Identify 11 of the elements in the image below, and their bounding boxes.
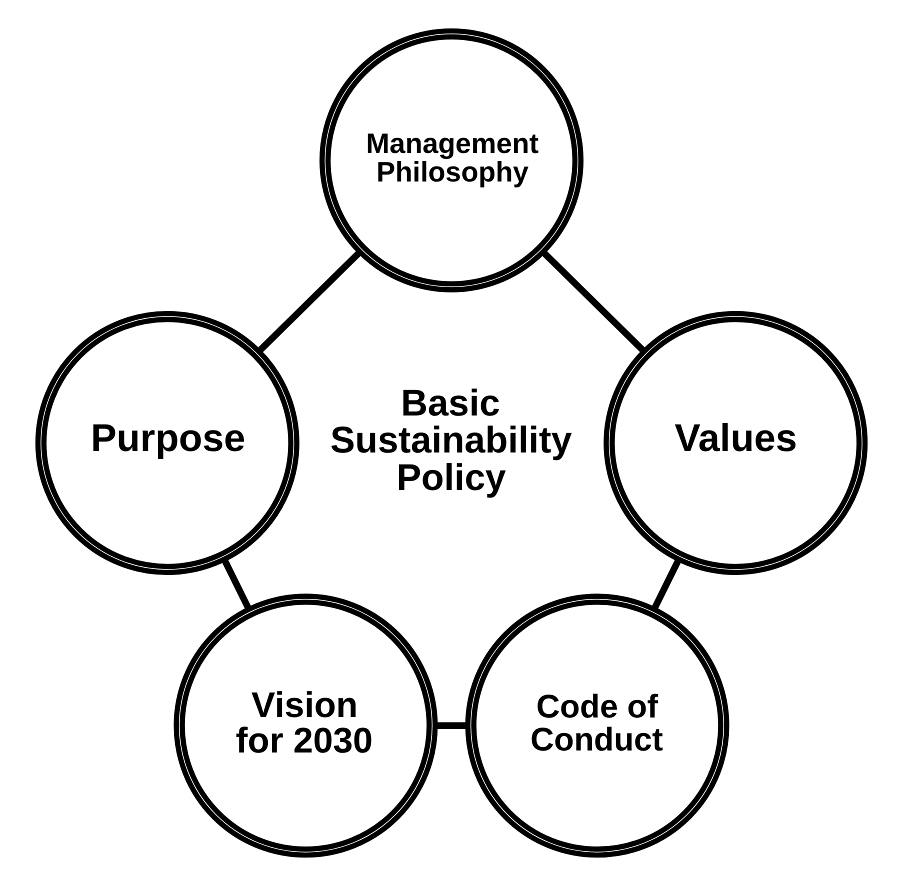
connector — [221, 558, 252, 611]
node-circle: Management Philosophy — [319, 28, 584, 292]
connector — [436, 722, 468, 729]
connector — [541, 250, 646, 354]
connector — [651, 558, 682, 611]
node-circle: Purpose — [35, 310, 300, 576]
node-circle: Vision for 2030 — [174, 594, 438, 858]
node-circle: Code of Conduct — [465, 594, 730, 858]
label: Basic Sustainability Policy — [330, 381, 572, 498]
node-circle: Values — [604, 310, 868, 576]
connector — [256, 250, 362, 354]
